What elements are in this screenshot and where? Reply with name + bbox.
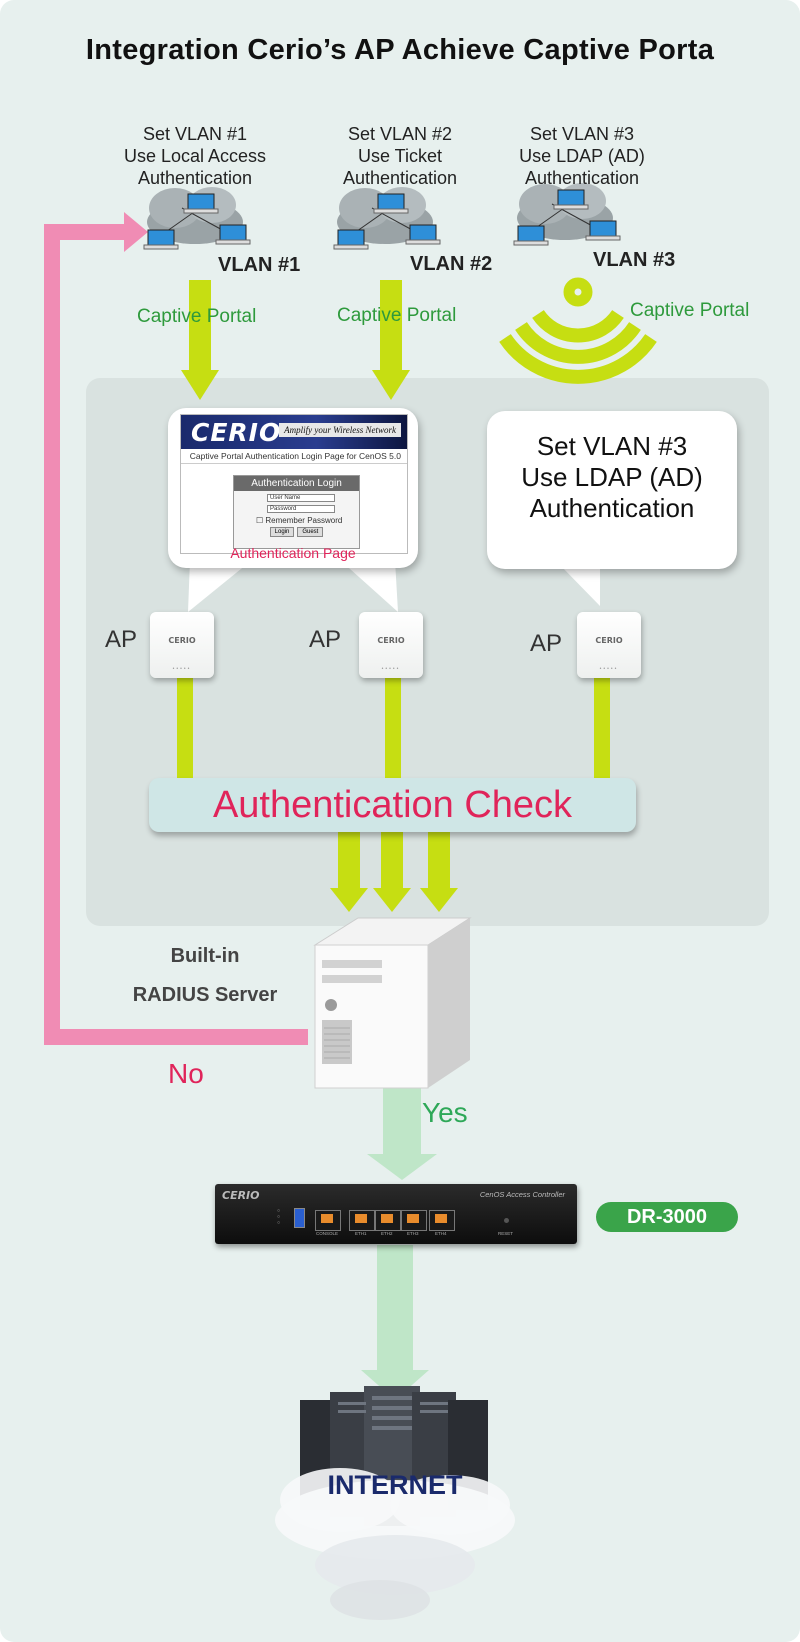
return-loop-arrow bbox=[44, 212, 308, 1045]
vlan3-line2: Use LDAP (AD) bbox=[519, 146, 645, 166]
radius-line1: Built-in bbox=[170, 945, 240, 967]
vlan2-down-arrow bbox=[372, 280, 410, 400]
radius-server-label: Built-in RADIUS Server bbox=[110, 945, 300, 1007]
vlan1-label: VLAN #1 bbox=[218, 254, 301, 276]
ap2-link bbox=[385, 675, 401, 785]
eth3-port bbox=[401, 1210, 427, 1231]
ldap-line2: Use LDAP (AD) bbox=[521, 462, 703, 492]
internet-cloud-icon bbox=[275, 1468, 515, 1620]
console-port-label: CONSOLE bbox=[316, 1231, 339, 1236]
ldap-bubble-text: Set VLAN #3 Use LDAP (AD) Authentication bbox=[487, 411, 737, 524]
internet-label: INTERNET bbox=[327, 1470, 463, 1500]
vlan1-line2: Use Local Access bbox=[123, 146, 267, 166]
yes-arrow bbox=[367, 1080, 437, 1180]
controller-logo: CERIO bbox=[222, 1189, 260, 1202]
vlan3-line3: Authentication bbox=[524, 168, 640, 188]
auth-page-caption: Authentication Page bbox=[230, 545, 356, 561]
auth-page-bubble: CERIO Amplify your Wireless Network Capt… bbox=[168, 408, 418, 568]
ldap-bubble-tail bbox=[560, 565, 600, 606]
vlan1-description: Set VLAN #1 Use Local Access Authenticat… bbox=[95, 123, 295, 189]
ap1-link bbox=[177, 675, 193, 785]
cerio-tagline: Amplify your Wireless Network bbox=[279, 423, 401, 437]
ldap-line1: Set VLAN #3 bbox=[536, 431, 688, 461]
reset-label: RESET bbox=[498, 1231, 514, 1236]
usb-port-icon bbox=[294, 1208, 305, 1228]
radius-line2: RADIUS Server bbox=[132, 984, 278, 1006]
vlan3-line1: Set VLAN #3 bbox=[529, 124, 635, 144]
authentication-check-label: Authentication Check bbox=[212, 784, 573, 826]
vlan3-cloud-icon bbox=[513, 183, 621, 246]
controller-status-leds: ○○○ bbox=[277, 1208, 281, 1226]
ap2-logo: CERIO bbox=[377, 636, 405, 645]
auth-login-title: Authentication Login bbox=[234, 476, 359, 491]
page-title: Integration Cerio’s AP Achieve Captive P… bbox=[85, 34, 715, 66]
radius-server-icon bbox=[313, 917, 472, 1089]
vlan1-cloud-icon bbox=[143, 187, 251, 250]
vlan3-captive-portal-label: Captive Portal bbox=[630, 300, 750, 321]
vlan1-line1: Set VLAN #1 bbox=[142, 124, 248, 144]
eth2-port-label: ETH2 bbox=[381, 1231, 393, 1236]
authentication-check-box: Authentication Check bbox=[149, 778, 636, 832]
ap3-logo: CERIO bbox=[595, 636, 623, 645]
no-label: No bbox=[168, 1058, 204, 1089]
guest-button[interactable]: Guest bbox=[297, 527, 324, 537]
vlan1-captive-portal-label: Captive Portal bbox=[137, 306, 257, 327]
ldap-line3: Authentication bbox=[529, 493, 695, 523]
auth-page-bubble-tails bbox=[188, 560, 398, 612]
ap2-leds: ••••• bbox=[381, 666, 401, 672]
ap3-leds: ••••• bbox=[599, 666, 619, 672]
eth1-port-label: ETH1 bbox=[355, 1231, 367, 1236]
yes-label: Yes bbox=[422, 1097, 468, 1128]
vlan1-line3: Authentication bbox=[137, 168, 253, 188]
controller-name: CenOS Access Controller bbox=[479, 1190, 565, 1199]
ap1-label: AP bbox=[105, 626, 138, 653]
eth4-port bbox=[429, 1210, 455, 1231]
ap1-device-icon: CERIO ••••• bbox=[150, 612, 214, 678]
eth1-port bbox=[349, 1210, 375, 1231]
ap2-label: AP bbox=[309, 626, 342, 653]
internet-arrow bbox=[361, 1245, 429, 1400]
console-port bbox=[315, 1210, 341, 1231]
login-page-screenshot: CERIO Amplify your Wireless Network Capt… bbox=[180, 414, 408, 554]
auth-login-box: Authentication Login User Name Password … bbox=[233, 475, 360, 549]
check-to-server-arrows bbox=[330, 828, 458, 912]
eth4-port-label: ETH4 bbox=[435, 1231, 447, 1236]
login-page-subtitle: Captive Portal Authentication Login Page… bbox=[181, 449, 407, 464]
cerio-logo: CERIO bbox=[191, 418, 282, 447]
vlan1-down-arrow bbox=[181, 280, 219, 400]
vlan2-line2: Use Ticket bbox=[357, 146, 443, 166]
access-controller-device: CERIO CenOS Access Controller ○○○ CONSOL… bbox=[215, 1184, 577, 1244]
vlan3-description: Set VLAN #3 Use LDAP (AD) Authentication bbox=[482, 123, 682, 189]
model-badge: DR-3000 bbox=[596, 1202, 738, 1232]
ap3-link bbox=[594, 675, 610, 785]
ap3-label: AP bbox=[530, 630, 563, 657]
ap1-logo: CERIO bbox=[168, 636, 196, 645]
login-header-bar: CERIO Amplify your Wireless Network bbox=[181, 415, 407, 449]
vlan2-description: Set VLAN #2 Use Ticket Authentication bbox=[300, 123, 500, 189]
vlan2-captive-portal-label: Captive Portal bbox=[337, 305, 457, 326]
reset-button bbox=[504, 1218, 509, 1223]
vlan2-cloud-icon bbox=[333, 187, 441, 250]
vlan2-label: VLAN #2 bbox=[410, 253, 493, 275]
remember-password-label: Remember Password bbox=[265, 516, 343, 525]
ap3-device-icon: CERIO ••••• bbox=[577, 612, 641, 678]
password-placeholder: Password bbox=[267, 505, 335, 513]
ap2-device-icon: CERIO ••••• bbox=[359, 612, 423, 678]
remember-password-checkbox[interactable]: ☐ Remember Password bbox=[256, 516, 343, 525]
vlan2-line1: Set VLAN #2 bbox=[347, 124, 453, 144]
eth2-port bbox=[375, 1210, 401, 1231]
username-field[interactable]: User Name bbox=[267, 494, 359, 502]
ap1-leds: ••••• bbox=[172, 666, 192, 672]
login-button[interactable]: Login bbox=[269, 527, 295, 537]
username-placeholder: User Name bbox=[267, 494, 335, 502]
vlan2-line3: Authentication bbox=[342, 168, 458, 188]
password-field[interactable]: Password bbox=[267, 505, 359, 513]
wifi-signal-icon bbox=[499, 277, 657, 384]
eth3-port-label: ETH3 bbox=[407, 1231, 419, 1236]
ldap-bubble: Set VLAN #3 Use LDAP (AD) Authentication bbox=[487, 411, 737, 569]
vlan3-label: VLAN #3 bbox=[593, 249, 676, 271]
